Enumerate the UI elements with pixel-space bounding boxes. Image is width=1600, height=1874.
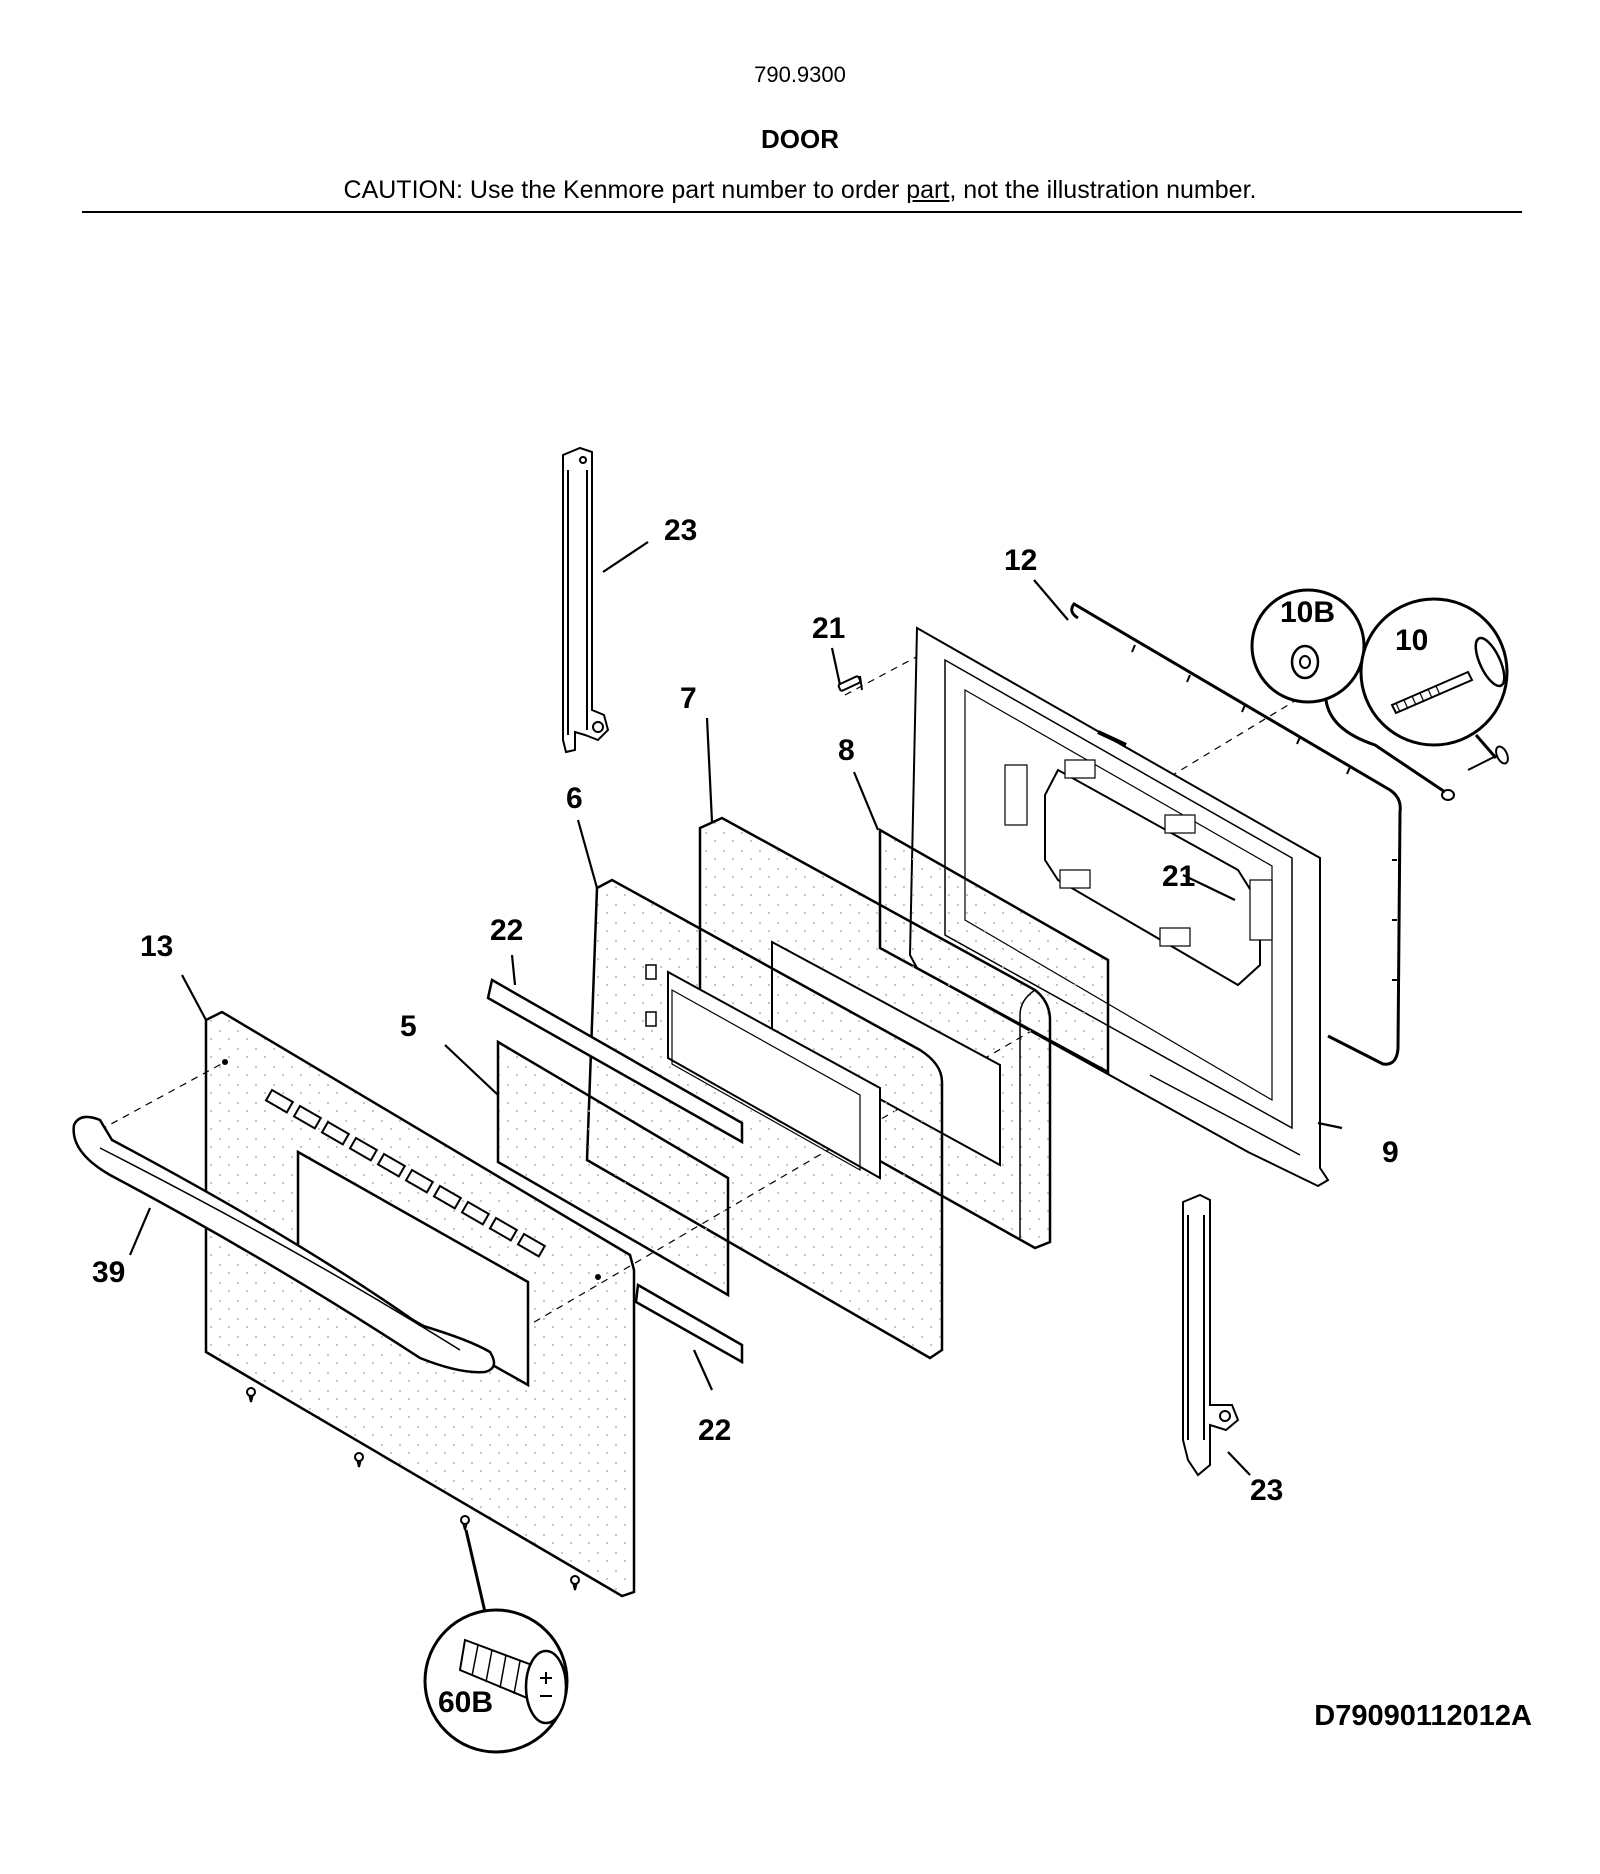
gasket-clips [1131,644,1397,981]
callout-5: 5 [400,1010,417,1043]
detail-circle-60b [423,1529,569,1754]
caution-note: CAUTION: Use the Kenmore part number to … [0,176,1600,205]
inner-door-panel-part [585,878,944,1360]
callout-10b: 10B [1280,596,1335,629]
callout-60b: 60B [438,1686,493,1719]
detail-circle-10b [1250,588,1446,794]
vent-slots [264,1088,547,1258]
detail-circle-10 [1359,597,1509,759]
callout-7: 7 [680,682,697,715]
callout-39: 39 [92,1256,125,1289]
caution-prefix: CAUTION: Use the Kenmore part number to … [343,176,907,204]
header-rule [82,211,1522,213]
callout-21-top: 21 [812,612,845,645]
washer-10b-part [1441,789,1455,801]
caution-suffix: , not the illustration number. [949,176,1257,204]
callout-leaders [128,541,1343,1476]
outer-door-panel-part [204,1010,636,1598]
door-channel-upper-part [486,978,744,1145]
callout-8: 8 [838,734,855,767]
callout-23-top: 23 [664,514,697,547]
diagram-code: D79090112012A [1314,1700,1532,1732]
model-number: 790.9300 [754,62,846,87]
callout-10: 10 [1395,624,1428,657]
callout-21-inner: 21 [1162,860,1195,893]
hinge-upper-part [562,446,610,754]
hinge-lower-part [1182,1193,1240,1477]
callout-13: 13 [140,930,173,963]
page-title: DOOR [761,124,839,154]
panel-screws [246,1387,580,1591]
clip-21-part [837,675,863,692]
callout-12: 12 [1004,544,1037,577]
door-channel-lower-part [634,1282,744,1365]
callout-9: 9 [1382,1136,1399,1169]
callout-6: 6 [566,782,583,815]
door-gasket-part [1070,602,1402,1066]
callout-22-top: 22 [490,914,523,947]
callout-23-bottom: 23 [1250,1474,1283,1507]
caution-part-word: part [906,176,950,204]
callout-22-bottom: 22 [698,1414,731,1447]
window-glass-part [496,1039,730,1298]
screw-10-part [1467,745,1509,771]
door-handle-part [72,1115,496,1374]
